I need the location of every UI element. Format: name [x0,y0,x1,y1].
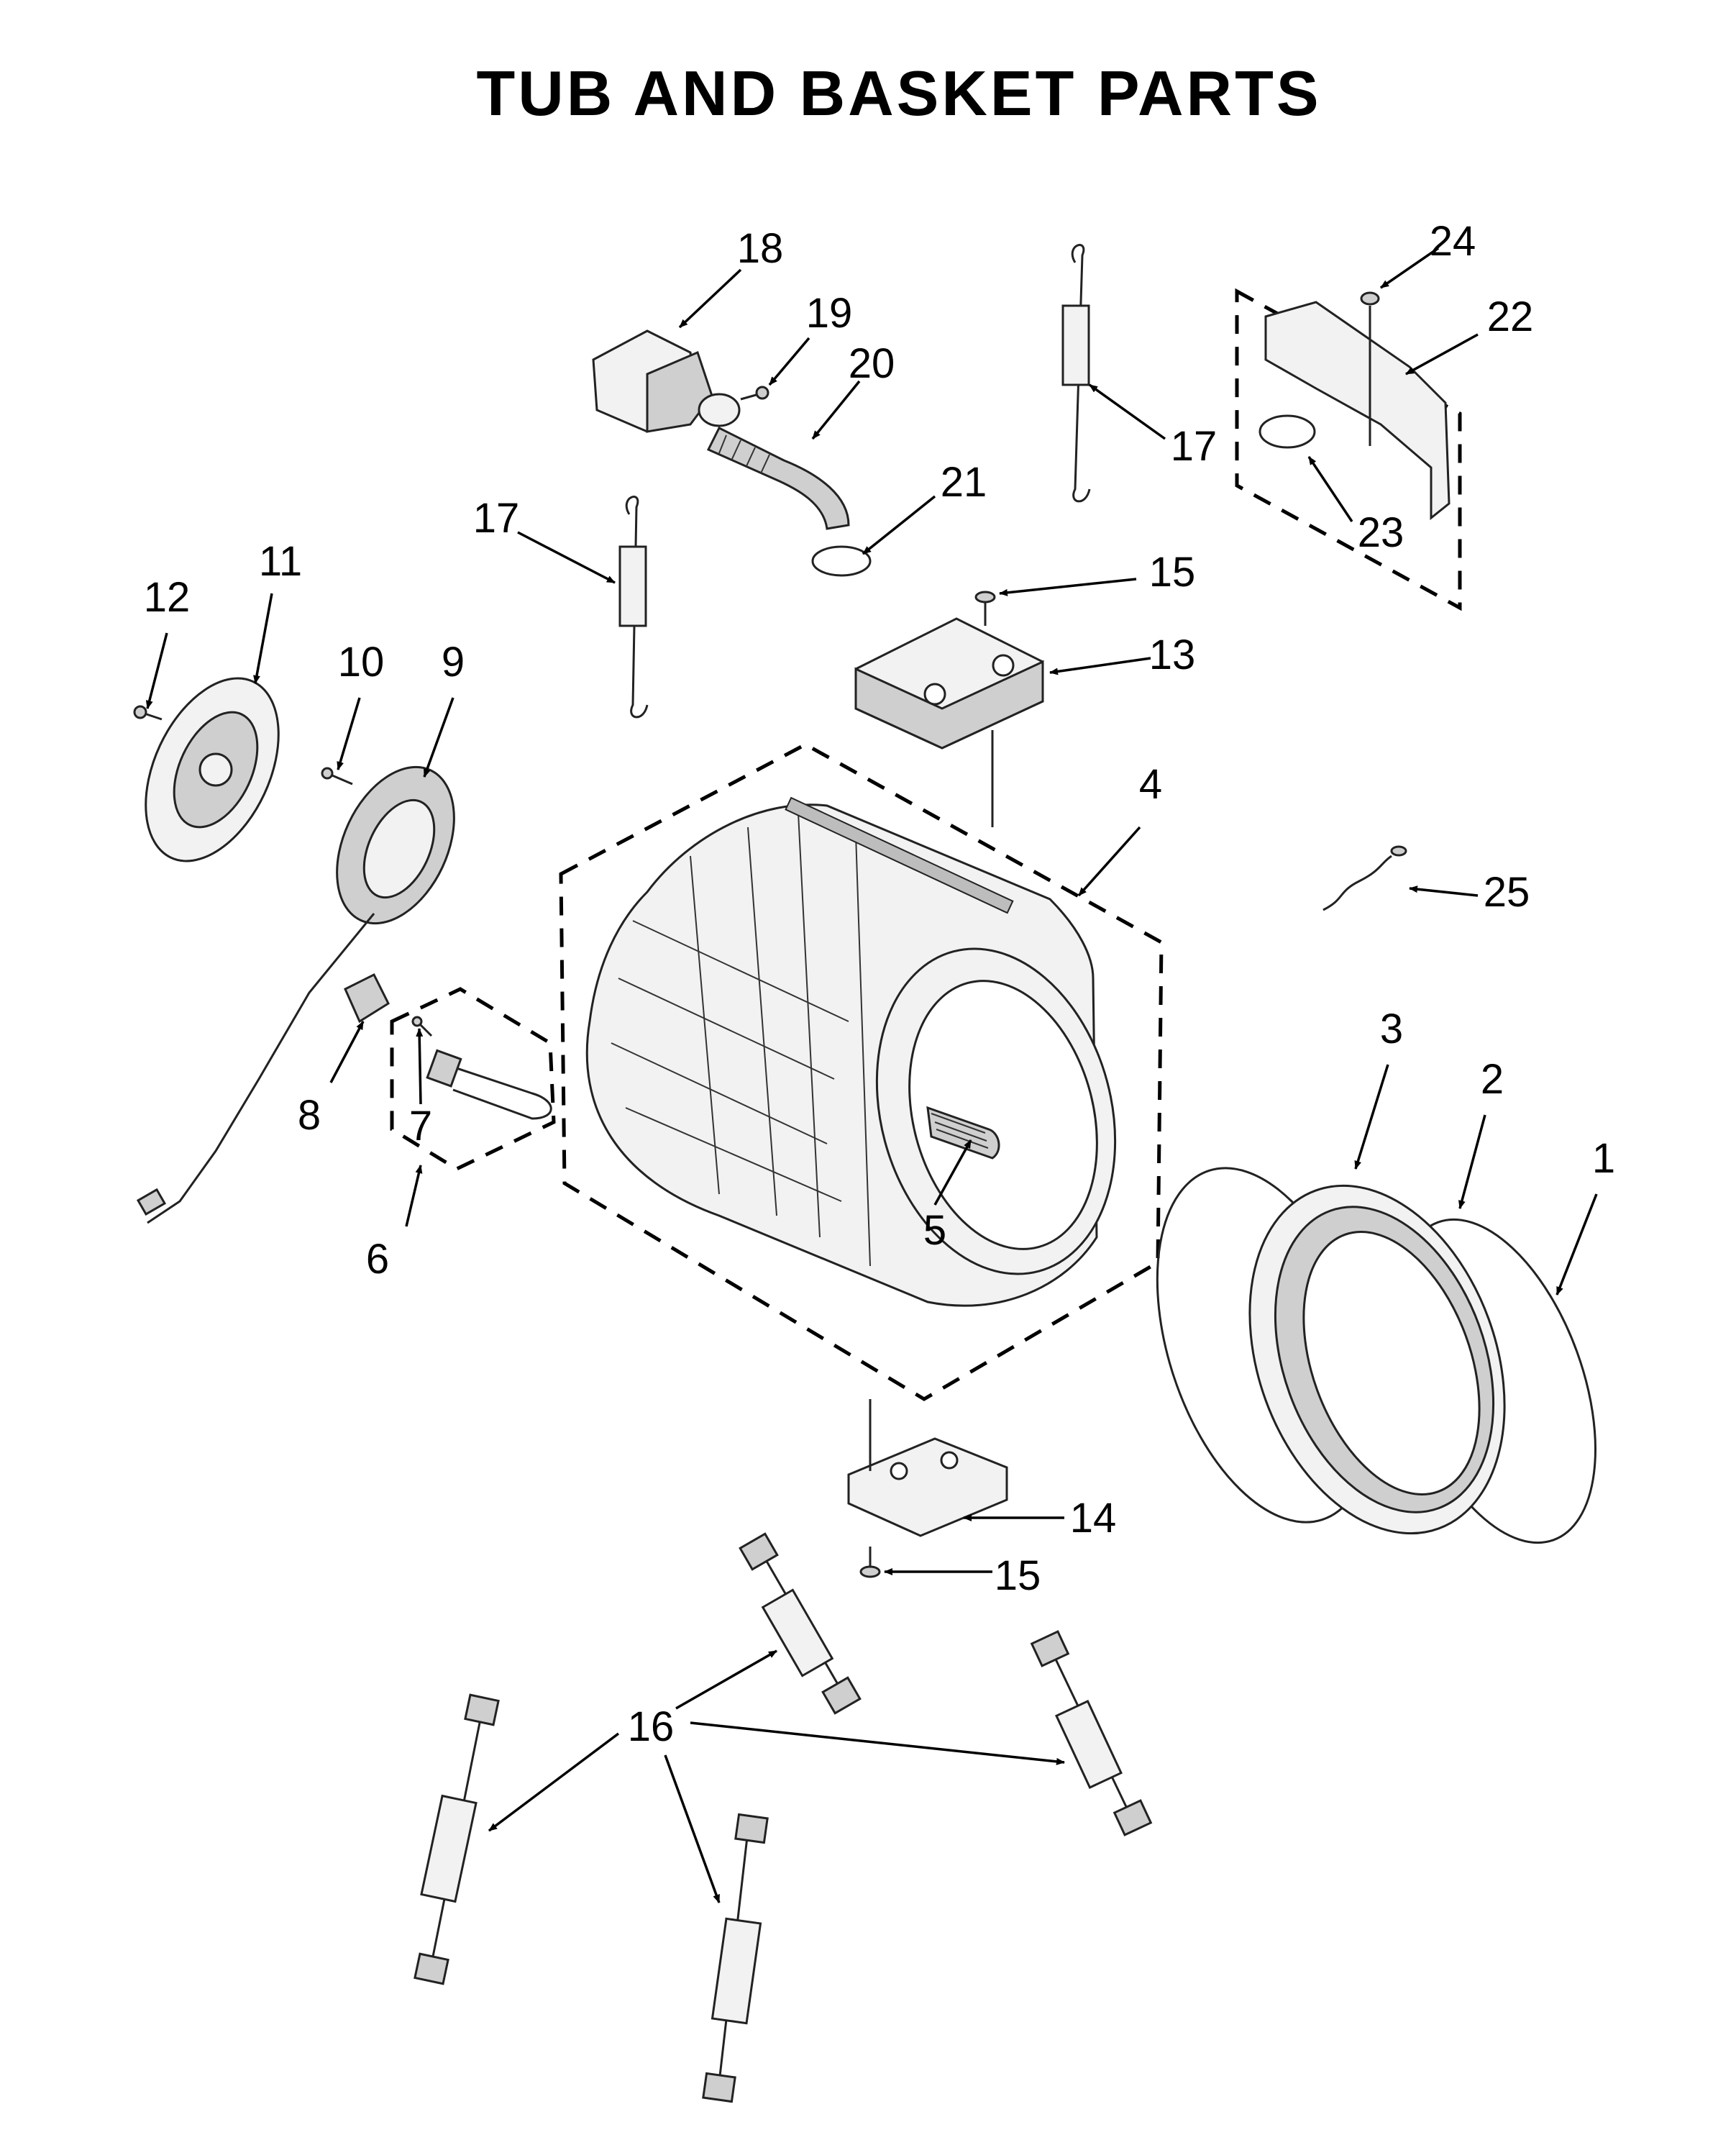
shock-absorber-a [739,1532,862,1715]
callout-25: 25 [1484,869,1530,916]
callout-15-top: 15 [1149,549,1196,596]
tub-assembly-group-outline [559,742,1164,1401]
counterweight-bolt-top [974,591,996,626]
callout-10: 10 [338,639,385,686]
motor-stator [336,765,455,925]
bottom-counterweight [847,1437,1008,1537]
top-counterweight [854,617,1044,750]
callout-18: 18 [737,225,784,272]
callout-1: 1 [1592,1135,1615,1182]
heater-element [426,1049,552,1120]
callout-3: 3 [1380,1006,1403,1052]
callout-19: 19 [806,290,853,337]
tub-vent-duct [1264,301,1451,521]
callout-17-left: 17 [473,495,520,542]
callout-11: 11 [259,538,302,585]
motor-rotor [145,677,280,862]
rotor-bolt [133,705,163,721]
callout-9: 9 [442,639,465,686]
callout-2: 2 [1481,1056,1504,1103]
callout-12: 12 [144,574,191,621]
callout-6: 6 [366,1236,389,1283]
page-title: TUB AND BASKET PARTS [476,58,1321,129]
callout-17-right: 17 [1171,423,1218,470]
outer-tub [585,796,1117,1307]
callout-labels: 1 2 3 4 5 6 7 8 9 10 11 12 13 14 15 15 1… [144,218,1615,1750]
hose-clamp [811,545,872,577]
shock-absorber-d [702,1813,769,2103]
stator-bolt [321,767,353,786]
heater-bracket [344,973,390,1024]
sump-hose [706,426,850,530]
callout-8: 8 [298,1092,321,1139]
counterweight-bolt-bottom [859,1547,881,1578]
callout-7: 7 [409,1103,432,1149]
vent-seal [1258,414,1316,449]
leader-lines [145,247,1598,1903]
callout-24: 24 [1430,218,1476,265]
tub-front-ring [1248,1184,1506,1535]
shock-absorber-b [1030,1630,1153,1836]
sump-screw [740,386,769,401]
heater-group-outline [390,987,556,1171]
callout-23: 23 [1358,509,1404,556]
harness-connector [136,1188,167,1216]
callout-14: 14 [1070,1495,1117,1542]
callout-22: 22 [1487,293,1534,340]
callout-20: 20 [849,340,895,387]
temperature-sensor-wire [1322,845,1407,911]
stator-wire-harness [147,913,375,1224]
callout-5: 5 [923,1207,946,1254]
heater-screw [411,1016,433,1037]
callout-21: 21 [941,459,987,506]
suspension-spring-right [1061,244,1091,503]
callout-4: 4 [1139,761,1162,808]
suspension-spring-left [618,496,649,719]
shock-absorber-c [414,1693,500,1985]
basket-shaft [926,1106,1000,1160]
callout-13: 13 [1149,632,1196,678]
sump-housing [592,329,741,433]
vent-screw [1360,291,1380,446]
callout-16: 16 [628,1703,675,1750]
callout-15-bottom: 15 [995,1552,1041,1599]
